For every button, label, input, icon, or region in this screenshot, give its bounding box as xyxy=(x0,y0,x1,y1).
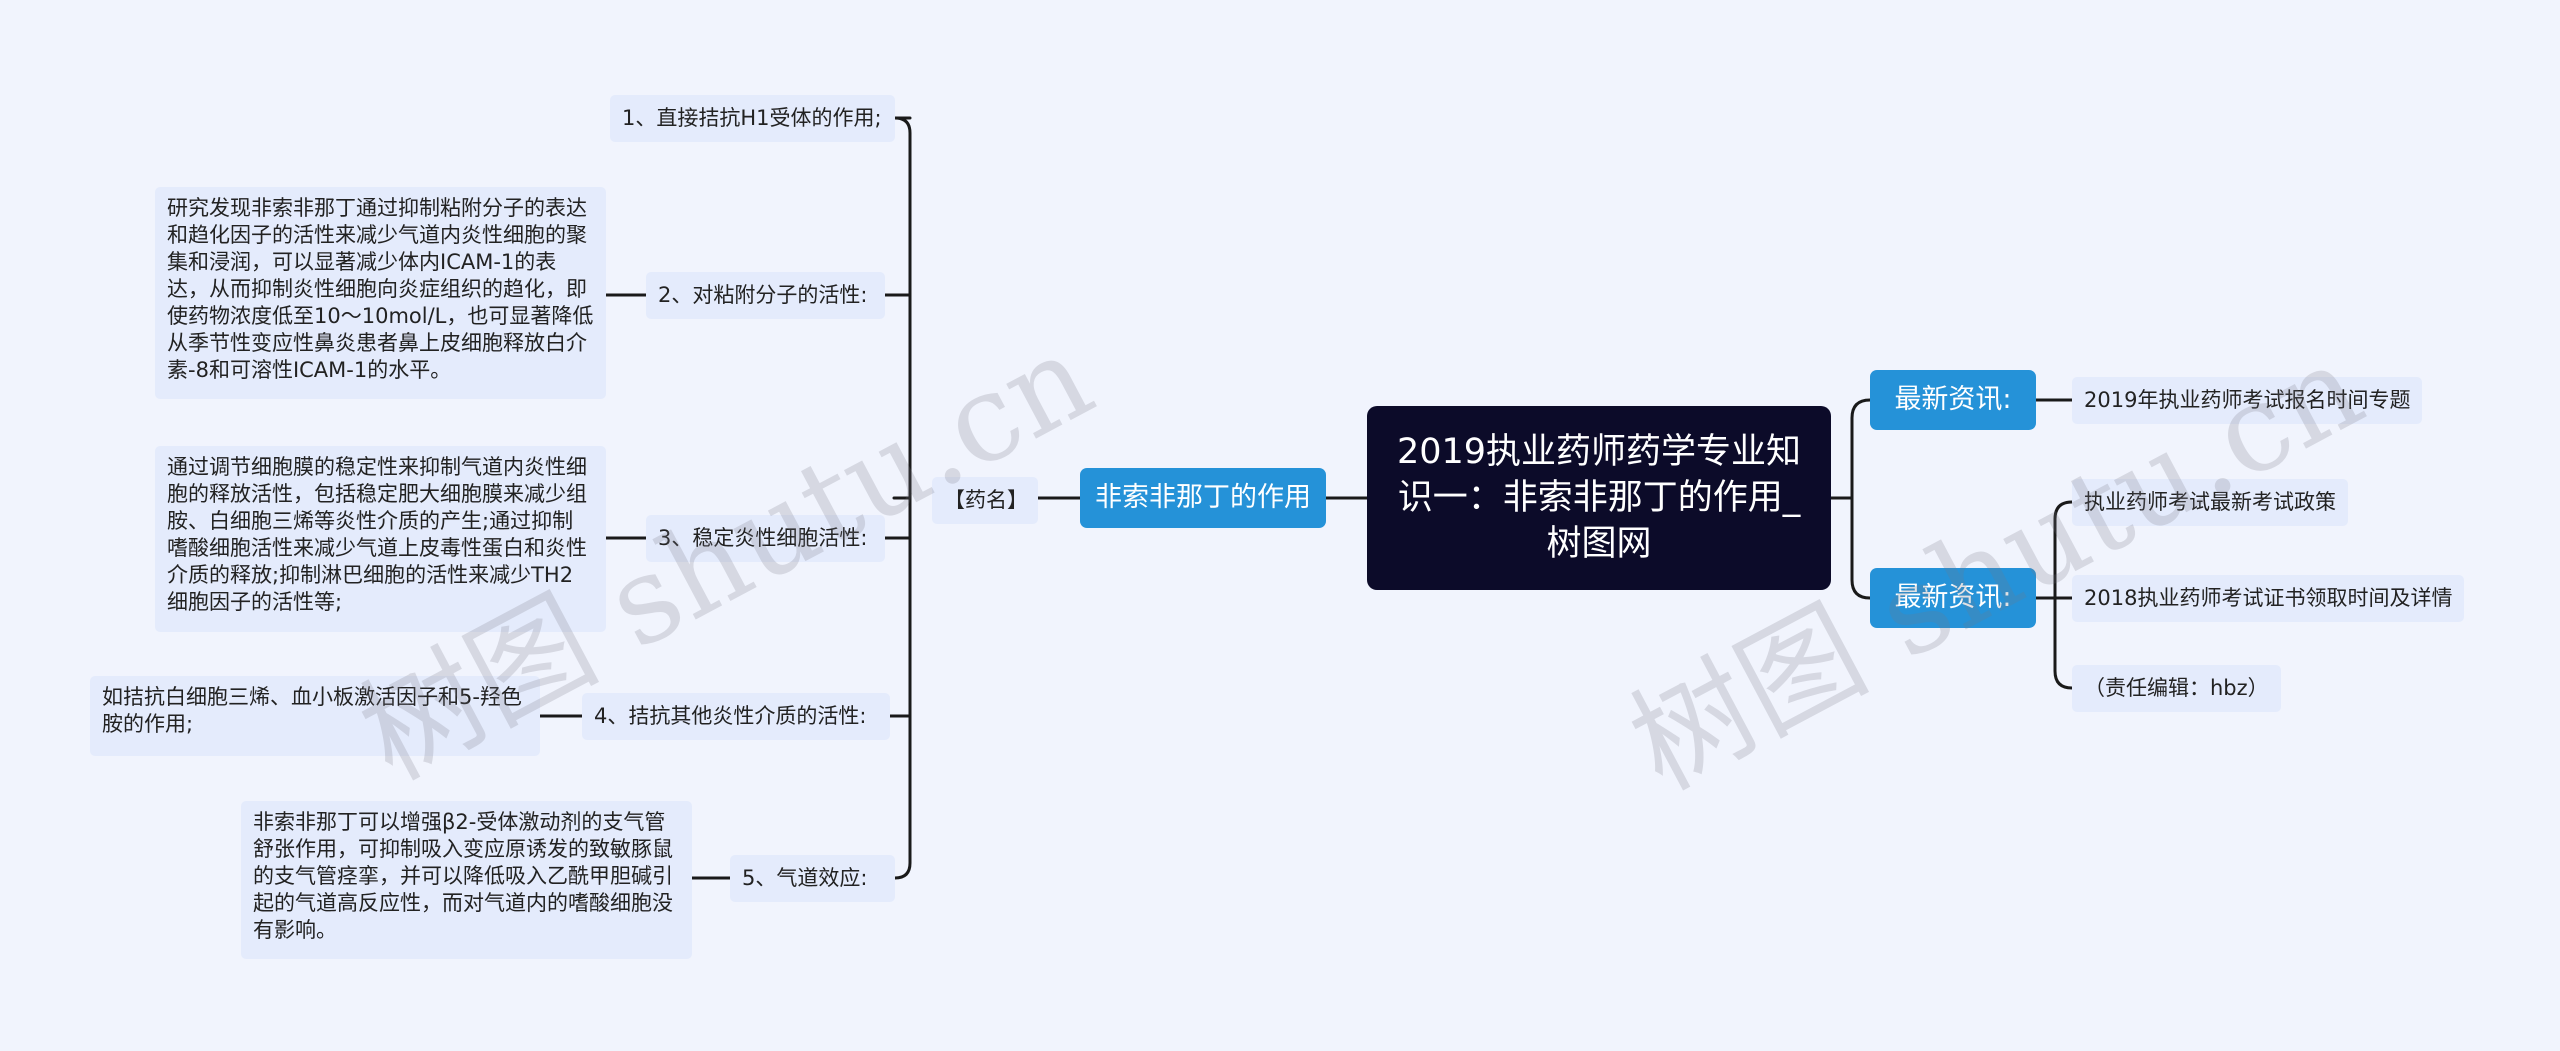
right2-child-1[interactable]: 执业药师考试最新考试政策 xyxy=(2072,479,2348,526)
root-title: 2019执业药师药学专业知识一：非索非那丁的作用_树图网 xyxy=(1396,432,1802,564)
item-label-1: 1、直接拮抗H1受体的作用; xyxy=(622,106,882,130)
right2-child-2[interactable]: 2018执业药师考试证书领取时间及详情 xyxy=(2072,575,2465,622)
branch-right-1-label: 最新资讯: xyxy=(1894,384,2012,415)
detail-node-2[interactable]: 研究发现非索非那丁通过抑制粘附分子的表达和趋化因子的活性来减少气道内炎性细胞的聚… xyxy=(155,187,606,399)
item-label-2: 2、对粘附分子的活性: xyxy=(658,283,868,307)
branch-right-2[interactable]: 最新资讯: xyxy=(1870,568,2036,628)
item-label-3: 3、稳定炎性细胞活性: xyxy=(658,526,868,550)
item-node-1[interactable]: 1、直接拮抗H1受体的作用; xyxy=(610,95,895,142)
item-node-4[interactable]: 4、拮抗其他炎性介质的活性: xyxy=(582,693,890,740)
detail-node-4[interactable]: 如拮抗白细胞三烯、血小板激活因子和5-羟色胺的作用; xyxy=(90,676,540,756)
branch-main-left[interactable]: 非索非那丁的作用 xyxy=(1080,468,1326,528)
detail-text-5: 非索非那丁可以增强β2-受体激动剂的支气管舒张作用，可抑制吸入变应原诱发的致敏豚… xyxy=(253,810,673,942)
detail-text-4: 如拮抗白细胞三烯、血小板激活因子和5-羟色胺的作用; xyxy=(102,685,522,736)
item-label-4: 4、拮抗其他炎性介质的活性: xyxy=(594,704,867,728)
left-bracket-spine xyxy=(893,116,912,880)
item-node-2[interactable]: 2、对粘附分子的活性: xyxy=(646,272,885,319)
right-bracket-spine xyxy=(1850,398,1872,600)
branch-right-1[interactable]: 最新资讯: xyxy=(1870,370,2036,430)
item-node-5[interactable]: 5、气道效应: xyxy=(730,855,895,902)
drug-label-node[interactable]: 【药名】 xyxy=(932,477,1038,524)
detail-node-5[interactable]: 非索非那丁可以增强β2-受体激动剂的支气管舒张作用，可抑制吸入变应原诱发的致敏豚… xyxy=(241,801,692,959)
detail-node-3[interactable]: 通过调节细胞膜的稳定性来抑制气道内炎性细胞的释放活性，包括稳定肥大细胞膜来减少组… xyxy=(155,446,606,632)
detail-text-2: 研究发现非索非那丁通过抑制粘附分子的表达和趋化因子的活性来减少气道内炎性细胞的聚… xyxy=(167,196,594,382)
right2-child-1-text: 执业药师考试最新考试政策 xyxy=(2084,490,2336,514)
branch-main-label: 非索非那丁的作用 xyxy=(1095,482,1311,513)
detail-text-3: 通过调节细胞膜的稳定性来抑制气道内炎性细胞的释放活性，包括稳定肥大细胞膜来减少组… xyxy=(167,455,587,614)
right2-bracket-spine xyxy=(2053,500,2074,690)
right2-child-3[interactable]: （责任编辑：hbz） xyxy=(2072,665,2281,712)
right1-child-1[interactable]: 2019年执业药师考试报名时间专题 xyxy=(2072,377,2423,424)
item-node-3[interactable]: 3、稳定炎性细胞活性: xyxy=(646,515,885,562)
right1-child-1-text: 2019年执业药师考试报名时间专题 xyxy=(2084,388,2411,412)
drug-label-text: 【药名】 xyxy=(944,488,1028,512)
root-node[interactable]: 2019执业药师药学专业知识一：非索非那丁的作用_树图网 xyxy=(1367,406,1831,590)
right2-child-3-text: （责任编辑：hbz） xyxy=(2084,676,2269,700)
right2-child-2-text: 2018执业药师考试证书领取时间及详情 xyxy=(2084,586,2453,610)
branch-right-2-label: 最新资讯: xyxy=(1894,582,2012,613)
item-label-5: 5、气道效应: xyxy=(742,866,868,890)
